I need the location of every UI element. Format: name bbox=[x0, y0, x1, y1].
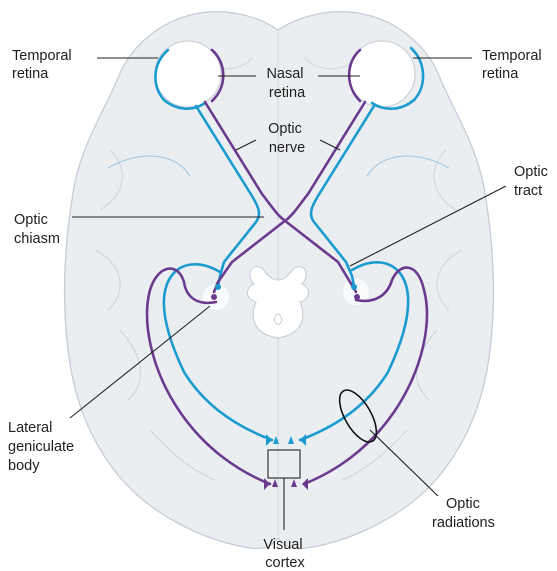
label-optic-tract: Optic tract bbox=[514, 164, 552, 199]
label-temporal-retina-left: Temporal retina bbox=[12, 48, 76, 82]
label-temporal-retina-right: Temporal retina bbox=[482, 48, 546, 82]
label-optic-radiations: Optic radiations bbox=[432, 496, 495, 531]
left-eye bbox=[155, 41, 223, 109]
label-lateral-geniculate-body: Lateral geniculate body bbox=[8, 420, 78, 474]
label-optic-chiasm: Optic chiasm bbox=[14, 212, 60, 247]
label-visual-cortex: Visual cortex bbox=[263, 537, 306, 571]
cerebral-aqueduct bbox=[274, 314, 282, 325]
